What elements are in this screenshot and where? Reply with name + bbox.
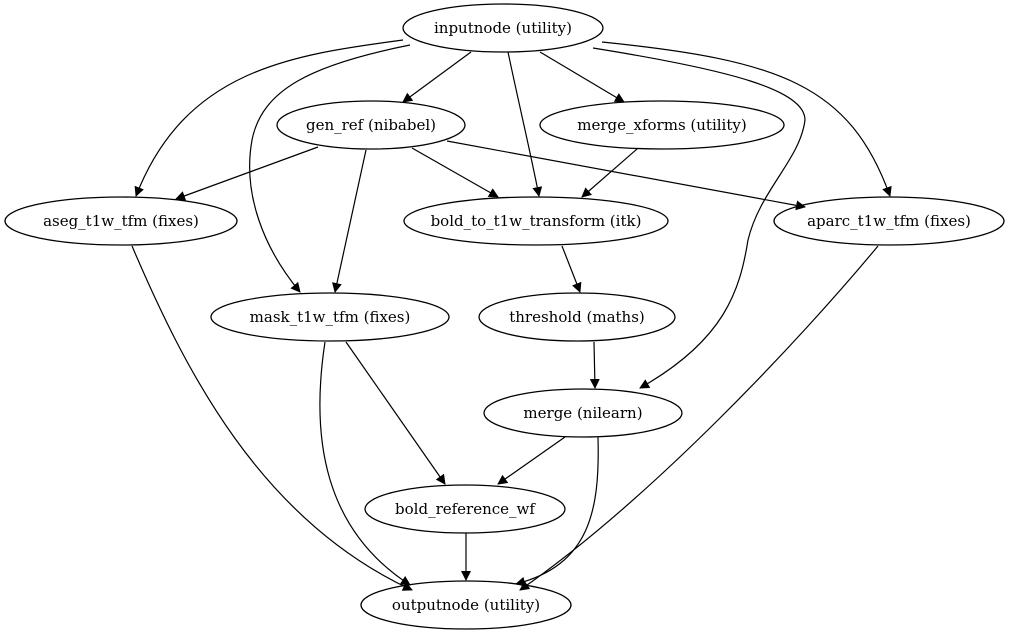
edge-mask-outputnode (319, 341, 411, 586)
node-shape (478, 292, 676, 342)
edge-inputnode-mask (249, 44, 411, 293)
node-bold-reference-wf[interactable]: bold_reference_wf (364, 484, 566, 534)
node-shape (483, 388, 683, 438)
node-shape (364, 484, 566, 534)
edge-inputnode-aseg (134, 39, 404, 197)
edges (131, 39, 892, 591)
node-label: threshold (maths) (509, 308, 645, 326)
edge-merge-bold-ref (497, 436, 566, 485)
node-shape (539, 100, 785, 150)
nodes: inputnode (utility) gen_ref (nibabel) me… (4, 3, 1005, 630)
node-shape (210, 292, 450, 342)
node-label: aseg_t1w_tfm (fixes) (43, 212, 199, 230)
edge-gen-ref-bold-tfm (411, 147, 499, 198)
edge-path (319, 341, 411, 586)
node-aparc-t1w-tfm[interactable]: aparc_t1w_tfm (fixes) (773, 196, 1005, 246)
edge-path (402, 51, 472, 103)
edge-aparc-outputnode (519, 245, 879, 591)
edge-path (507, 51, 543, 197)
edge-gen-ref-mask (332, 149, 367, 293)
edge-path (561, 245, 582, 293)
edge-path (581, 148, 638, 198)
edge-path (519, 245, 879, 591)
edge-path (592, 47, 806, 389)
edge-path (411, 147, 499, 198)
edge-gen-ref-aseg (175, 146, 319, 201)
node-bold-to-t1w-transform[interactable]: bold_to_t1w_transform (itk) (403, 196, 669, 246)
edge-path (131, 245, 413, 591)
node-label: gen_ref (nibabel) (306, 116, 436, 134)
edge-path (497, 436, 566, 485)
node-outputnode[interactable]: outputnode (utility) (360, 580, 572, 630)
node-shape (402, 3, 604, 53)
node-label: mask_t1w_tfm (fixes) (250, 308, 411, 326)
node-shape (360, 580, 572, 630)
edge-path (446, 140, 806, 211)
edge-path (589, 341, 600, 389)
edge-aseg-outputnode (131, 245, 413, 591)
edge-path (332, 149, 367, 293)
edge-path (249, 44, 411, 293)
node-label: bold_reference_wf (395, 500, 536, 518)
node-label: merge_xforms (utility) (577, 116, 746, 134)
edge-inputnode-bold-tfm (507, 51, 543, 197)
edge-mask-bold-ref (345, 341, 446, 485)
edge-path (134, 39, 404, 197)
edge-threshold-merge (589, 341, 600, 389)
node-shape (276, 100, 466, 150)
edge-inputnode-aparc (601, 41, 892, 197)
node-label: merge (nilearn) (523, 404, 642, 422)
edge-merge-xforms-bold-tfm (581, 148, 638, 198)
node-gen-ref[interactable]: gen_ref (nibabel) (276, 100, 466, 150)
node-mask-t1w-tfm[interactable]: mask_t1w_tfm (fixes) (210, 292, 450, 342)
node-label: outputnode (utility) (392, 596, 540, 614)
edge-path (601, 41, 892, 197)
edge-path (345, 341, 446, 485)
node-label: inputnode (utility) (434, 19, 572, 37)
edge-inputnode-merge-xforms (539, 51, 625, 103)
edge-gen-ref-aparc (446, 140, 806, 211)
edge-path (539, 51, 625, 103)
node-merge-xforms[interactable]: merge_xforms (utility) (539, 100, 785, 150)
node-inputnode[interactable]: inputnode (utility) (402, 3, 604, 53)
edge-inputnode-merge (592, 47, 806, 389)
edge-bold-tfm-threshold (561, 245, 582, 293)
edge-inputnode-gen-ref (402, 51, 472, 103)
edge-path (175, 146, 319, 201)
node-shape (4, 196, 238, 246)
node-threshold[interactable]: threshold (maths) (478, 292, 676, 342)
node-aseg-t1w-tfm[interactable]: aseg_t1w_tfm (fixes) (4, 196, 238, 246)
node-shape (403, 196, 669, 246)
node-shape (773, 196, 1005, 246)
node-label: bold_to_t1w_transform (itk) (431, 212, 642, 230)
node-label: aparc_t1w_tfm (fixes) (807, 212, 971, 230)
node-merge[interactable]: merge (nilearn) (483, 388, 683, 438)
